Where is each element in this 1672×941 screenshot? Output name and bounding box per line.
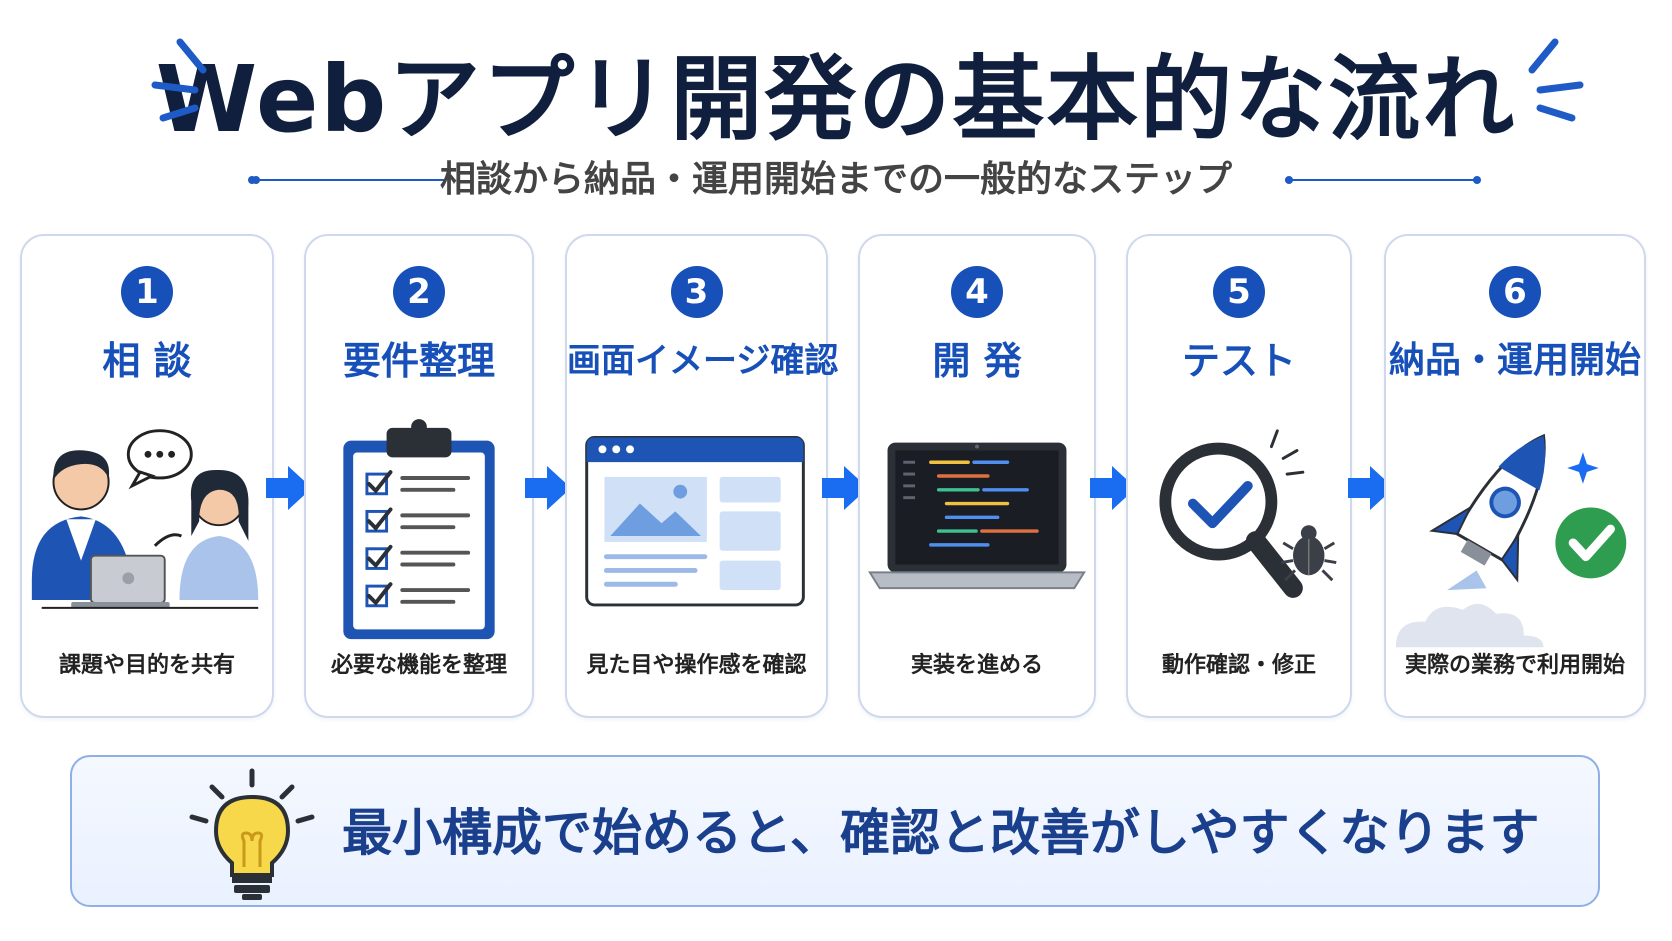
step-card-requirements: 2 要件整理 必要な機能を整理 [304, 234, 534, 718]
step-description: 課題や目的を共有 [58, 653, 235, 678]
subtitle-divider-left [248, 176, 444, 184]
subtitle: 相談から納品・運用開始までの一般的なステップ [439, 159, 1232, 200]
step-description: 見た目や操作感を確認 [586, 653, 807, 678]
tip-text: 最小構成で始めると、確認と改善がしやすくなります [342, 804, 1540, 862]
step-title: 相 談 [102, 339, 192, 383]
arrow-right-icon [822, 466, 868, 510]
step-card-testing: 5 テスト 動作確認・修正 [1126, 234, 1352, 718]
tip-box: 最小構成で始めると、確認と改善がしやすくなります [70, 755, 1600, 907]
step-description: 実装を進める [910, 653, 1043, 678]
arrow-right-icon [266, 466, 312, 510]
subtitle-divider-right [1285, 176, 1481, 184]
magnifier-check-icon [1159, 429, 1337, 598]
step-title: 要件整理 [342, 339, 495, 383]
arrow-right-icon [525, 466, 571, 510]
step-number: 3 [670, 266, 723, 318]
step-number: 5 [1213, 266, 1265, 318]
step-title: 開 発 [932, 339, 1022, 383]
step-number: 4 [951, 266, 1003, 318]
step-number: 6 [1489, 266, 1541, 318]
success-check-icon [1555, 507, 1627, 579]
page-title: Webアプリ開発の基本的な流れ [155, 46, 1517, 153]
step-card-consultation: 1 相 談 課題や目的を共有 [20, 234, 274, 718]
burst-right-icon [1528, 38, 1584, 122]
lightbulb-icon [189, 768, 315, 900]
laptop-code-icon [868, 442, 1086, 590]
step-title: 画面イメージ確認 [567, 341, 839, 381]
step-number: 1 [121, 266, 173, 318]
arrow-right-icon [1348, 466, 1394, 510]
burst-left-icon [151, 38, 207, 122]
rocket-launch-icon [1395, 433, 1627, 648]
step-card-delivery: 6 納品・運用開始 実際の業務で利用開始 [1384, 234, 1646, 718]
step-card-screen-mockup: 3 画面イメージ確認 見た目や操作感を確認 [565, 234, 839, 718]
arrow-right-icon [1090, 466, 1136, 510]
clipboard-checklist-icon [343, 419, 495, 640]
step-card-development: 4 開 発 実装を進める [858, 234, 1096, 718]
step-description: 必要な機能を整理 [330, 653, 507, 678]
browser-mockup-icon [585, 436, 805, 607]
step-number: 2 [393, 266, 445, 318]
step-title: 納品・運用開始 [1388, 340, 1641, 381]
consultation-people-icon [31, 429, 259, 609]
subtitle-row: 相談から納品・運用開始までの一般的なステップ [0, 160, 1672, 200]
step-description: 動作確認・修正 [1161, 653, 1316, 678]
step-description: 実際の業務で利用開始 [1404, 653, 1625, 678]
bug-icon [1280, 525, 1337, 582]
step-title: テスト [1181, 339, 1296, 383]
